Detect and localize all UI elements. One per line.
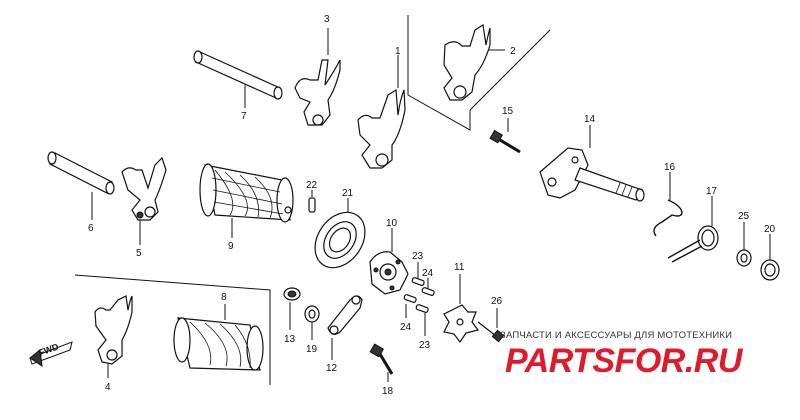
callout-7: 7 xyxy=(241,111,247,122)
callout-5: 5 xyxy=(136,248,142,259)
part-10-shift-drum-center xyxy=(369,228,409,295)
part-19-washer xyxy=(304,305,320,340)
part-4-shift-fork xyxy=(94,295,133,378)
watermark-caption: ЗАПЧАСТИ И АКСЕССУАРЫ ДЛЯ МОТОТЕХНИКИ xyxy=(500,330,733,341)
part-22-pin xyxy=(308,190,316,213)
part-20-washer xyxy=(760,234,780,281)
callout-9: 9 xyxy=(228,241,234,252)
callout-23-upper: 23 xyxy=(412,251,424,262)
part-14-gearshift-spindle xyxy=(539,125,645,202)
callout-12: 12 xyxy=(326,363,338,374)
part-16-spring xyxy=(653,172,683,237)
part-11-star-plate xyxy=(443,274,480,344)
callout-6: 6 xyxy=(88,223,94,234)
watermark-logo-text: PARTSFOR.RU xyxy=(505,342,744,380)
callout-21: 21 xyxy=(342,188,354,199)
callout-26: 26 xyxy=(491,296,503,307)
callout-14: 14 xyxy=(584,114,596,125)
part-12-stopper-arm xyxy=(327,295,363,360)
part-8-shift-drum xyxy=(173,304,264,371)
part-26-bolt xyxy=(477,308,505,343)
callout-4: 4 xyxy=(105,382,111,393)
callout-16: 16 xyxy=(664,162,676,173)
callout-17: 17 xyxy=(706,186,718,197)
part-15-bolt xyxy=(489,118,521,154)
callout-13: 13 xyxy=(284,334,296,345)
callout-22: 22 xyxy=(306,180,318,191)
part-21-bearing xyxy=(314,198,366,269)
callout-labels: 1 2 3 4 5 6 7 8 9 10 11 12 13 14 15 16 1… xyxy=(88,14,776,397)
callout-11: 11 xyxy=(454,262,465,273)
callout-19: 19 xyxy=(306,344,318,355)
callout-18: 18 xyxy=(382,386,394,397)
parts-23-24-pins xyxy=(403,262,435,336)
callout-23-lower: 23 xyxy=(419,340,431,351)
watermark-logo: PARTSFOR.RU xyxy=(505,342,744,380)
callout-24-upper: 24 xyxy=(422,268,434,279)
part-5-shift-fork xyxy=(121,156,167,245)
frame-lines xyxy=(74,15,551,385)
callout-25: 25 xyxy=(738,211,750,222)
callout-3: 3 xyxy=(324,14,330,25)
callout-8: 8 xyxy=(221,292,227,303)
callout-20: 20 xyxy=(764,224,776,235)
fwd-arrow-icon xyxy=(29,341,73,368)
callout-1: 1 xyxy=(395,46,401,57)
part-9-shift-drum xyxy=(199,163,294,238)
part-2-shift-fork xyxy=(443,24,505,101)
part-25-washer xyxy=(736,222,752,267)
part-3-shift-fork xyxy=(294,28,341,126)
callout-15: 15 xyxy=(502,106,514,117)
part-18-bolt xyxy=(369,343,394,382)
part-17-return-spring xyxy=(667,196,719,263)
part-7-fork-shaft xyxy=(193,50,283,108)
callout-24-lower: 24 xyxy=(400,322,412,333)
part-1-shift-fork xyxy=(357,55,406,169)
callout-2: 2 xyxy=(510,46,516,57)
part-6-fork-shaft xyxy=(47,151,115,220)
callout-10: 10 xyxy=(386,218,398,229)
part-13-collar xyxy=(283,287,301,330)
